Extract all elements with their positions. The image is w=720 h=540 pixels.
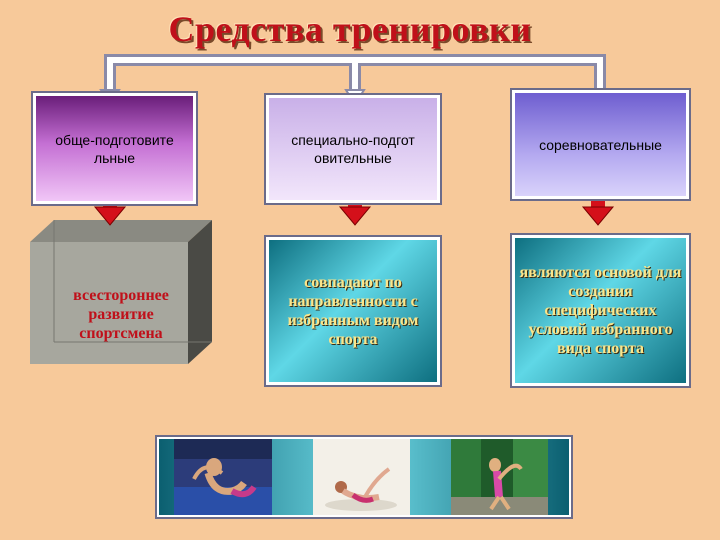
description-special: совпадают по направленности с избранным …: [283, 273, 423, 349]
category-competitive-label: соревновательные: [539, 136, 662, 154]
description-competitive-box: являются основой для создания специфичес…: [512, 235, 689, 386]
description-general: всестороннее развитие спортсмена: [46, 286, 196, 343]
gymnast-photo-2: [313, 439, 410, 515]
description-competitive: являются основой для создания специфичес…: [518, 263, 683, 358]
category-competitive: соревновательные: [512, 90, 689, 199]
gymnast-photo-1: [174, 439, 272, 515]
category-general: обще-подготовите льные: [33, 93, 196, 204]
category-special-label: специально-подгот овительные: [278, 131, 428, 167]
category-general-label: обще-подготовите льные: [40, 131, 190, 167]
category-special: специально-подгот овительные: [266, 95, 440, 203]
gymnast-photo-3: [451, 439, 548, 515]
description-special-box: совпадают по направленности с избранным …: [266, 237, 440, 385]
